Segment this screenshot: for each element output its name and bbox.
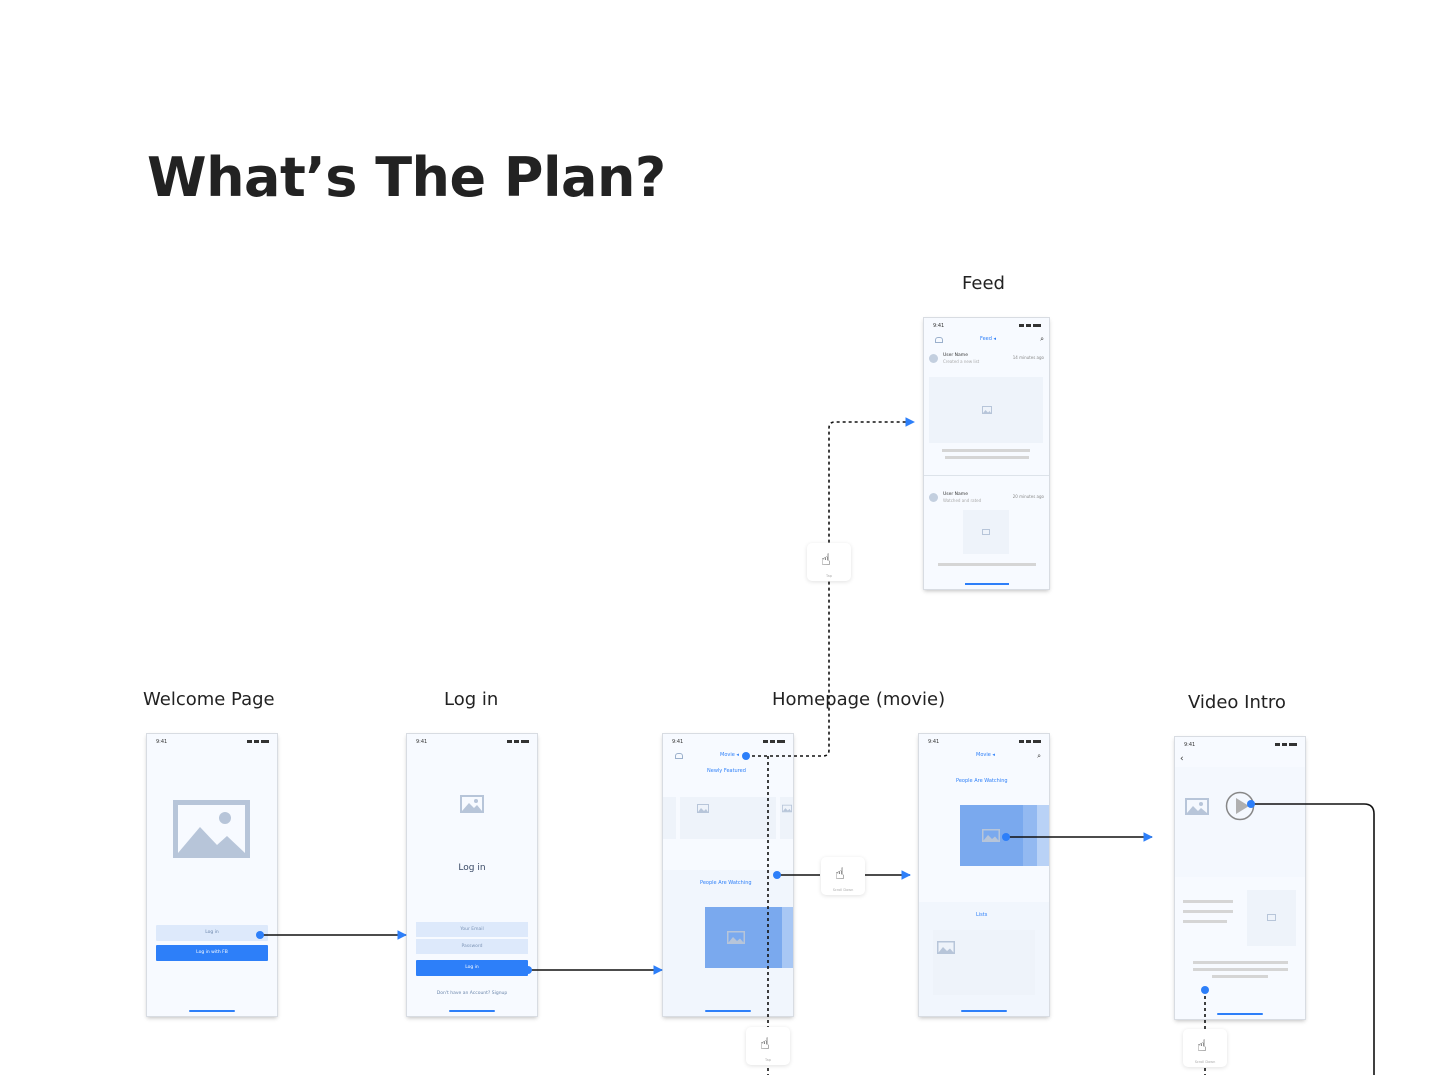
play-icon[interactable] bbox=[1225, 791, 1255, 821]
homepage-screen-b[interactable]: 9:41 Movie ◂ ⌕ People Are Watching Lists bbox=[919, 734, 1049, 1016]
section-people-watching: People Are Watching bbox=[700, 880, 752, 886]
image-placeholder-icon bbox=[782, 804, 792, 813]
image-placeholder-icon bbox=[727, 931, 745, 944]
carousel-card-main[interactable] bbox=[680, 797, 776, 839]
home-indicator bbox=[965, 583, 1009, 585]
image-placeholder-icon bbox=[697, 804, 709, 813]
status-time: 9:41 bbox=[672, 739, 684, 745]
status-time: 9:41 bbox=[1184, 742, 1196, 748]
post2-username[interactable]: User Name bbox=[943, 492, 968, 497]
welcome-login-button[interactable]: Log in bbox=[156, 925, 268, 941]
hand-scroll-icon: ☝ bbox=[1197, 1036, 1207, 1055]
status-time: 9:41 bbox=[933, 323, 945, 329]
homepage-label: Homepage (movie) bbox=[772, 689, 946, 710]
status-time: 9:41 bbox=[928, 739, 940, 745]
status-icons bbox=[507, 740, 529, 744]
image-placeholder-icon bbox=[460, 795, 484, 813]
nav-title[interactable]: Movie ◂ bbox=[976, 752, 995, 758]
back-chevron-icon[interactable]: ‹ bbox=[1180, 754, 1184, 764]
image-placeholder-icon bbox=[982, 529, 990, 535]
text-line bbox=[1193, 968, 1288, 971]
homepage-screen-a[interactable]: 9:41 Movie ◂ Newly Featured People Are W… bbox=[663, 734, 793, 1016]
home-indicator bbox=[705, 1010, 751, 1012]
avatar[interactable] bbox=[929, 354, 938, 363]
password-field[interactable]: Password bbox=[416, 939, 528, 954]
status-time: 9:41 bbox=[416, 739, 428, 745]
welcome-screen[interactable]: 9:41 Log in Log in with FB bbox=[147, 734, 277, 1016]
status-icons bbox=[1275, 743, 1297, 747]
section-newly-featured: Newly Featured bbox=[707, 768, 746, 774]
gesture-caption: Scroll Down bbox=[1194, 1060, 1216, 1064]
status-time: 9:41 bbox=[156, 739, 168, 745]
status-icons bbox=[1019, 740, 1041, 744]
profile-icon[interactable] bbox=[935, 337, 943, 343]
home-indicator bbox=[189, 1010, 235, 1012]
avatar[interactable] bbox=[929, 493, 938, 502]
text-line bbox=[1193, 961, 1288, 964]
scroll-gesture-badge: ☝ Scroll Down bbox=[821, 857, 865, 895]
home-indicator bbox=[961, 1010, 1007, 1012]
post1-action: Created a new list bbox=[943, 359, 980, 364]
tap-gesture-badge: ☝ Tap bbox=[807, 543, 851, 581]
image-placeholder-icon bbox=[173, 800, 250, 858]
login-screen[interactable]: 9:41 Log in Your Email Password Log in D… bbox=[407, 734, 537, 1016]
image-placeholder-icon bbox=[1267, 914, 1276, 921]
login-with-fb-button[interactable]: Log in with FB bbox=[156, 945, 268, 961]
watching-card-next[interactable] bbox=[782, 907, 793, 968]
watching-card-next[interactable] bbox=[1023, 805, 1037, 866]
post1-time: 14 minutes ago bbox=[1012, 355, 1044, 360]
image-placeholder-icon bbox=[982, 406, 992, 414]
status-icons bbox=[247, 740, 269, 744]
watching-card-next-2[interactable] bbox=[1037, 805, 1049, 866]
welcome-page-label: Welcome Page bbox=[143, 689, 275, 710]
search-icon[interactable]: ⌕ bbox=[1037, 752, 1041, 760]
gesture-caption: Tap bbox=[826, 574, 832, 578]
image-placeholder-icon bbox=[937, 941, 955, 954]
hand-scroll-icon: ☝ bbox=[835, 864, 845, 883]
post1-username[interactable]: User Name bbox=[943, 353, 968, 358]
email-field[interactable]: Your Email bbox=[416, 922, 528, 937]
home-indicator bbox=[1217, 1013, 1263, 1015]
text-line bbox=[1183, 910, 1233, 913]
text-line bbox=[942, 449, 1030, 452]
signup-link[interactable]: Don't have an Account? Signup bbox=[436, 991, 508, 996]
text-line bbox=[1212, 975, 1268, 978]
login-page-label: Log in bbox=[444, 689, 499, 710]
login-submit-button[interactable]: Log in bbox=[416, 960, 528, 976]
status-icons bbox=[763, 740, 785, 744]
video-intro-label: Video Intro bbox=[1188, 692, 1286, 713]
divider bbox=[924, 475, 1049, 476]
post2-action: Watched and rated bbox=[943, 498, 982, 503]
text-line bbox=[1183, 920, 1227, 923]
gesture-caption: Tap bbox=[765, 1058, 771, 1062]
home-indicator bbox=[449, 1010, 495, 1012]
status-icons bbox=[1019, 324, 1041, 328]
text-line bbox=[1183, 900, 1233, 903]
page-title: What’s The Plan? bbox=[147, 146, 666, 209]
post2-time: 20 minutes ago bbox=[1012, 494, 1044, 499]
video-intro-screen[interactable]: 9:41 ‹ bbox=[1175, 737, 1305, 1019]
carousel-card-left[interactable] bbox=[663, 797, 676, 839]
scroll-gesture-badge-video: ☝ Scroll Down bbox=[1183, 1029, 1227, 1067]
nav-title[interactable]: Movie ◂ bbox=[720, 752, 739, 758]
hand-tap-icon: ☝ bbox=[821, 550, 831, 569]
search-icon[interactable]: ⌕ bbox=[1040, 335, 1044, 343]
list-card[interactable] bbox=[933, 930, 1035, 995]
section-people-watching: People Are Watching bbox=[956, 778, 1008, 784]
section-lists: Lists bbox=[976, 912, 988, 918]
feed-screen[interactable]: 9:41 Feed ◂ ⌕ User Name Created a new li… bbox=[924, 318, 1049, 589]
image-placeholder-icon bbox=[1185, 798, 1209, 815]
text-line bbox=[945, 456, 1029, 459]
feed-label: Feed bbox=[962, 273, 1005, 294]
gesture-caption: Scroll Down bbox=[832, 888, 854, 892]
nav-title[interactable]: Feed ◂ bbox=[980, 336, 997, 342]
profile-icon[interactable] bbox=[675, 753, 683, 759]
tap-gesture-badge-bottom: ☝ Tap bbox=[746, 1027, 790, 1065]
image-placeholder-icon bbox=[982, 829, 1000, 842]
video-hero bbox=[1175, 767, 1305, 877]
login-heading: Log in bbox=[458, 863, 486, 873]
text-line bbox=[938, 563, 1036, 566]
hand-tap-icon: ☝ bbox=[760, 1034, 770, 1053]
